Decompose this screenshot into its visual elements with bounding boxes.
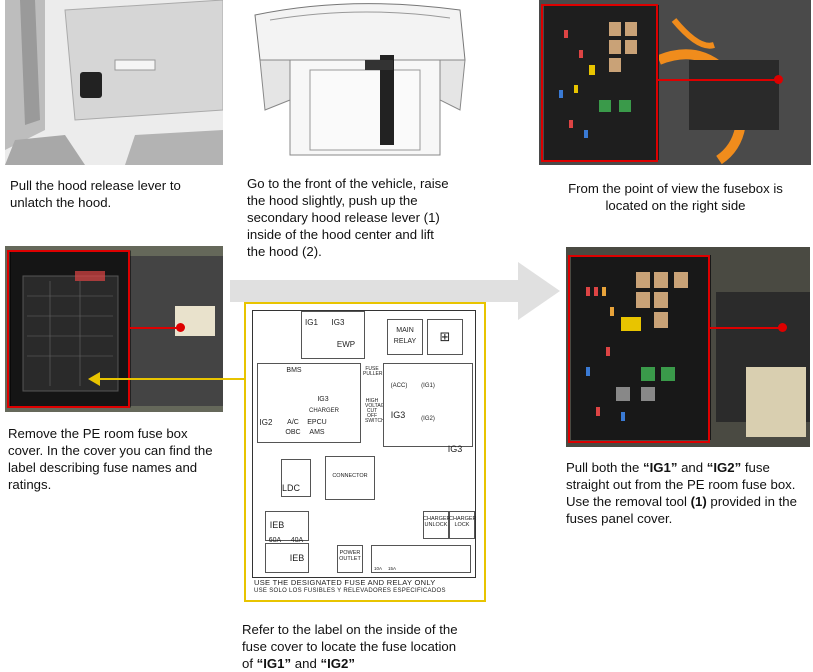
- fuse-label-diagram: IG1 IG3 EWP MAIN RELAY ⊞ BMS IG3 CHARGER…: [244, 302, 486, 602]
- relay-ig2-label: (IG2): [421, 416, 435, 422]
- relay-grid: [383, 363, 473, 447]
- fuse-label-frame: IG1 IG3 EWP MAIN RELAY ⊞ BMS IG3 CHARGER…: [252, 310, 477, 578]
- label-footer-spanish: USE SOLO LOS FUSIBLES Y RELEVADORES ESPE…: [254, 588, 446, 594]
- fusebox-closeup-frame: [568, 255, 710, 443]
- step6-caption: Refer to the label on the inside of the …: [242, 621, 467, 672]
- connector-cell: [325, 456, 375, 500]
- charger-lock-cell: [449, 511, 475, 539]
- hood-latch-illustration: [254, 3, 466, 156]
- label-footer-english: USE THE DESIGNATED FUSE AND RELAY ONLY: [254, 578, 436, 587]
- step5-text-a: Pull both the: [566, 460, 643, 475]
- step5-tool: (1): [690, 494, 707, 509]
- main-relay-label-2: RELAY: [393, 338, 417, 345]
- fuse-ig2-label: IG2: [259, 418, 273, 427]
- step5-text-b: fuse straight out from the PE room fuse …: [566, 460, 796, 492]
- fuse-ig3-small-label: IG3: [317, 396, 329, 403]
- step6-ig1: “IG1”: [256, 656, 292, 671]
- relay-ig1-label: (IG1): [421, 383, 435, 389]
- step6-text-a: Refer to the label on the inside of the …: [242, 622, 458, 671]
- fusebox-pointer-line-top: [658, 79, 776, 81]
- step5-caption: Pull both the “IG1” and “IG2” fuse strai…: [566, 459, 801, 527]
- step5-ig1: “IG1”: [642, 460, 678, 475]
- step5-ig2: “IG2”: [706, 460, 742, 475]
- fusebox-closeup-pointer-dot: [778, 323, 787, 332]
- fusebox-closeup-pointer-line: [710, 327, 780, 329]
- fuse-epcu-label: EPCU: [307, 419, 327, 426]
- fuse-ac-label: A/C: [287, 419, 299, 426]
- step6-text-and: and: [291, 656, 321, 671]
- bottom-amp-2: 15A: [387, 566, 396, 571]
- hood-release-illustration: [5, 0, 223, 165]
- hood-release-photo: [5, 0, 223, 165]
- step5-text-and: and: [677, 460, 707, 475]
- ldc-cell: [281, 459, 311, 497]
- bottom-fuse-row: [371, 545, 471, 573]
- fuse-ewp-label: EWP: [336, 340, 356, 349]
- ieb-amp-1: 60A: [268, 537, 282, 544]
- fusebox-highlight-frame-top: [541, 4, 658, 162]
- fusebox-closeup-photo: [566, 247, 810, 447]
- step3-caption: From the point of view the fusebox is lo…: [568, 181, 783, 213]
- fusebox-pointer-dot-top: [774, 75, 783, 84]
- battery-relay-cell: [427, 319, 463, 355]
- top-fuse-group: [301, 311, 365, 359]
- fuse-puller-label: FUSE PULLER: [363, 366, 383, 377]
- fuse-obc-label: OBC: [285, 429, 301, 436]
- fusebox-closeup-illustration: [566, 247, 810, 447]
- front-vehicle-photo: [250, 0, 468, 160]
- power-outlet-label: POWER OUTLET: [339, 550, 361, 562]
- ieb-label-2: IEB: [289, 553, 305, 563]
- label-connector-arrowhead: [88, 372, 100, 386]
- charger-lock-label: CHARGER LOCK: [449, 516, 477, 528]
- fusebox-cover-photo: [5, 246, 223, 412]
- charger-unlock-cell: [423, 511, 449, 539]
- connector-label: CONNECTOR: [332, 473, 368, 479]
- flow-arrow: [230, 262, 560, 320]
- step4-caption: Remove the PE room fuse box cover. In th…: [8, 426, 213, 492]
- ieb-cell-2: [265, 543, 309, 573]
- step6-ig2: “IG2”: [320, 656, 355, 671]
- charger-unlock-label: CHARGER UNLOCK: [423, 516, 451, 528]
- fuse-bms-label: BMS: [286, 367, 302, 374]
- fusebox-cover-pointer-line: [130, 327, 178, 329]
- step5-text-d: provided in the fuses panel cover.: [566, 494, 797, 526]
- ieb-label-1: IEB: [269, 520, 285, 530]
- fusebox-cover-frame: [7, 250, 130, 408]
- main-relay-cell: [387, 319, 423, 355]
- step1-caption: Pull the hood release lever to unlatch t…: [10, 178, 181, 210]
- fusebox-cover-illustration: [5, 246, 223, 412]
- step5-text-c: Use the removal tool: [566, 494, 691, 509]
- fuse-ams-label: AMS: [309, 429, 325, 436]
- bottom-amp-1: 10A: [373, 566, 382, 571]
- relay-acc-label: (ACC): [390, 383, 408, 389]
- ldc-label: LDC: [281, 483, 300, 493]
- middle-fuse-block: [257, 363, 361, 443]
- battery-relay-icon: ⊞: [439, 329, 451, 344]
- relay-ig3-label: IG3: [390, 410, 406, 420]
- power-outlet-cell: [337, 545, 363, 573]
- fuse-ig3-label: IG3: [331, 318, 345, 327]
- ieb-cell-1: [265, 511, 309, 541]
- fuse-ig1-label: IG1: [305, 318, 318, 327]
- engine-bay-overview-photo: [539, 0, 811, 165]
- engine-bay-illustration: [539, 0, 811, 165]
- main-relay-label-1: MAIN: [396, 327, 414, 334]
- step2-caption: Go to the front of the vehicle, raise th…: [247, 176, 449, 259]
- fusebox-cover-pointer-dot: [176, 323, 185, 332]
- relay-ig3-2-label: IG3: [447, 444, 463, 454]
- ieb-amp-2: 40A: [290, 537, 304, 544]
- label-connector-line: [98, 378, 244, 380]
- hv-switch-label: HIGH VOLTAGE CUT OFF SWITCH: [365, 398, 388, 424]
- fuse-charger-label: CHARGER: [309, 408, 340, 414]
